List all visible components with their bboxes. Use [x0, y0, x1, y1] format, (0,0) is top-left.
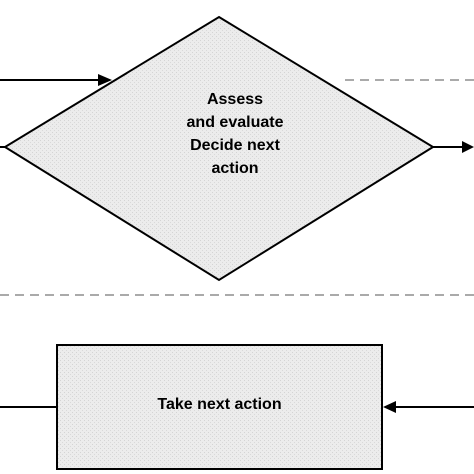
decision-label: Assess and evaluate Decide next action: [140, 88, 330, 180]
decision-label-line: action: [211, 160, 259, 177]
decision-diamond: [3, 15, 435, 282]
outgoing-arrow-right: [433, 141, 474, 153]
action-box: [56, 344, 383, 470]
decision-label-line: and evaluate: [186, 114, 284, 131]
action-label: Take next action: [157, 396, 282, 413]
incoming-arrow-top: [0, 74, 112, 86]
decision-label-line: Decide next: [190, 137, 280, 154]
incoming-arrow-right: [383, 401, 474, 413]
decision-label-line: Assess: [206, 91, 264, 108]
